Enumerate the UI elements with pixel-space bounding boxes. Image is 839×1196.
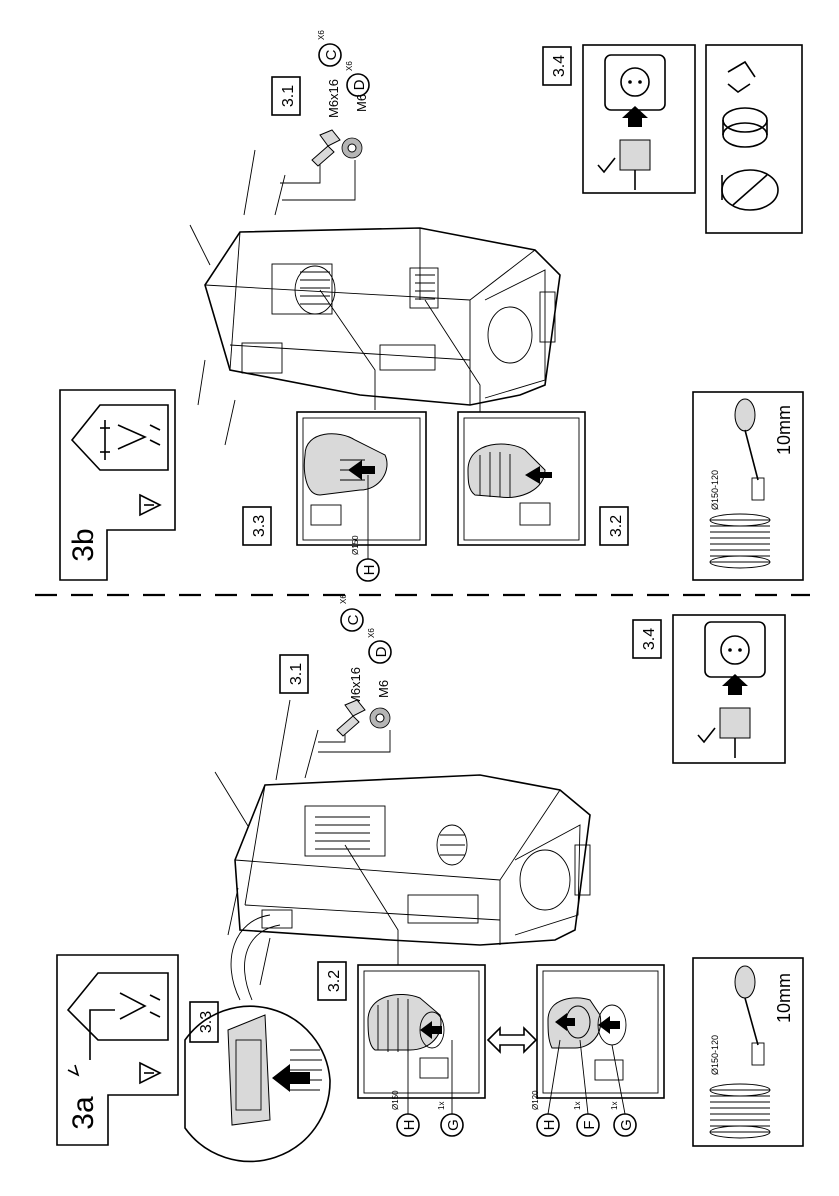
warning-panel-3a: 3a [57, 955, 178, 1145]
section-label: 3a [67, 1096, 100, 1130]
svg-text:M6: M6 [376, 680, 391, 698]
tools-panel-bottom: Ø150-120 10mm [693, 958, 803, 1146]
svg-text:F: F [581, 1120, 598, 1129]
washer-spec-label-bottom: M6 D X6 [367, 628, 391, 698]
svg-text:X6: X6 [339, 594, 348, 604]
section-label: 3b [67, 528, 100, 561]
svg-text:1x: 1x [573, 1102, 582, 1110]
cooker-hood-unit-3b [205, 228, 560, 405]
svg-text:X6: X6 [345, 61, 354, 71]
svg-text:Ø150-120: Ø150-120 [710, 470, 720, 510]
section-3a: 3a 3.3 3.1 M6x16 [57, 594, 803, 1162]
warning-panel-3b: 3b [60, 390, 175, 580]
inset-3-3-top [297, 412, 426, 545]
svg-text:3.3: 3.3 [251, 515, 268, 537]
svg-text:3.1: 3.1 [280, 85, 297, 107]
step-3-4-label: 3.4 [543, 47, 571, 85]
power-plug-icon [720, 708, 750, 738]
svg-text:10mm: 10mm [774, 973, 794, 1023]
svg-text:H: H [401, 1120, 418, 1131]
tools-panel-top: Ø150-120 10mm [693, 392, 803, 580]
svg-text:3.2: 3.2 [326, 970, 343, 992]
screw-markers-3b [190, 150, 285, 445]
unplug-power-panel-bottom [673, 615, 785, 763]
step-3-3-label-bottom: 3.3 [190, 1002, 218, 1042]
screw-markers-3a [215, 700, 318, 985]
warning-two-person-lift-icon [72, 405, 168, 470]
step-3-2-label-bottom: 3.2 [318, 962, 346, 1000]
svg-text:3.4: 3.4 [551, 55, 568, 77]
svg-text:G: G [618, 1119, 635, 1131]
svg-text:D: D [351, 79, 368, 90]
svg-text:3.3: 3.3 [198, 1011, 215, 1033]
step-3-2-label: 3.2 [600, 507, 628, 545]
svg-text:M6x16: M6x16 [326, 79, 341, 118]
inset-3-2-option-120 [537, 965, 664, 1098]
bolt-icon [312, 130, 340, 166]
washer-spec-label: M6 D X6 [345, 61, 369, 112]
screw-spec-label-bottom: M6x16 C X6 [339, 594, 363, 706]
washer-icon [342, 138, 362, 158]
section-3b: 3b 3.1 M6x16 C X6 M6 [60, 30, 803, 581]
svg-text:10mm: 10mm [774, 405, 794, 455]
svg-text:Ø150-120: Ø150-120 [710, 1035, 720, 1075]
bolt-icon [337, 700, 365, 736]
svg-text:3.4: 3.4 [641, 628, 658, 650]
svg-text:D: D [373, 646, 390, 657]
svg-text:X6: X6 [317, 30, 326, 40]
caution-triangle-icon [140, 1063, 160, 1083]
recycle-panel [706, 45, 802, 233]
inset-3-2-option-150 [358, 965, 485, 1098]
step-3-1-label: 3.1 [272, 77, 300, 115]
svg-text:Ø150: Ø150 [351, 535, 360, 555]
power-plug-icon [620, 140, 650, 170]
step-3-4-label-bottom: 3.4 [633, 620, 661, 658]
washer-icon [370, 708, 390, 728]
screw-spec-label: M6x16 C X6 [317, 30, 341, 118]
caution-triangle-icon [140, 495, 160, 515]
svg-text:1x: 1x [610, 1102, 619, 1110]
svg-text:3.2: 3.2 [608, 515, 625, 537]
svg-text:Ø120: Ø120 [531, 1090, 540, 1110]
svg-text:Ø150: Ø150 [391, 1090, 400, 1110]
warning-duct-icon [68, 973, 168, 1060]
svg-text:C: C [323, 49, 340, 60]
inset-3-2-top [458, 412, 585, 545]
step-3-3-label: 3.3 [243, 507, 271, 545]
svg-text:G: G [445, 1119, 462, 1131]
svg-text:H: H [361, 565, 378, 576]
svg-text:X6: X6 [367, 628, 376, 638]
svg-text:H: H [541, 1120, 558, 1131]
svg-text:3.1: 3.1 [288, 663, 305, 685]
svg-text:C: C [345, 614, 362, 625]
or-double-arrow-icon [488, 1028, 536, 1052]
unplug-power-panel [583, 45, 695, 193]
cooker-hood-unit-3a [235, 775, 590, 945]
step-3-1-label-bottom: 3.1 [280, 655, 308, 693]
svg-text:1x: 1x [437, 1102, 446, 1110]
